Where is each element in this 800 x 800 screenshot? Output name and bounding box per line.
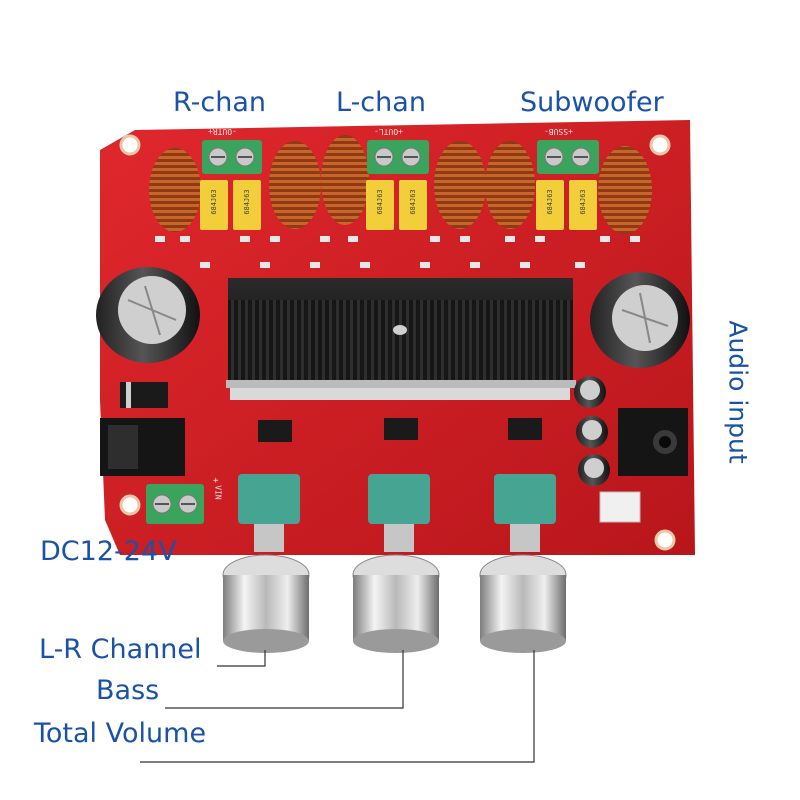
l-chan-label: L-chan	[336, 87, 426, 118]
heatsink	[226, 278, 576, 388]
dc-input-label: DC12-24V	[40, 536, 177, 567]
total-volume-potentiometer	[479, 474, 567, 653]
subwoofer-label: Subwoofer	[520, 87, 664, 118]
inductor-coils	[149, 135, 652, 234]
ic-pin-strip	[230, 388, 570, 400]
total-volume-label: Total Volume	[34, 718, 207, 749]
r-chan-label: R-chan	[173, 87, 267, 118]
audio-input-jack	[618, 408, 688, 476]
lr-channel-potentiometer	[222, 474, 310, 653]
dc-barrel-jack	[100, 418, 185, 476]
audio-input-label: Audio input	[723, 320, 753, 464]
mounting-hole	[119, 134, 141, 156]
film-capacitors	[200, 180, 597, 230]
total-volume-leader	[140, 650, 535, 763]
mounting-hole	[119, 494, 141, 516]
lr-channel-label: L-R Channel	[39, 634, 202, 665]
power-input-terminal	[146, 484, 204, 524]
bass-label: Bass	[96, 675, 160, 706]
output-terminals	[202, 140, 599, 174]
electrolytic-capacitors-small	[574, 376, 610, 486]
electrolytic-capacitors-large	[96, 267, 690, 368]
ic-chips	[258, 418, 542, 442]
smd-components	[155, 236, 640, 268]
white-connector	[599, 491, 641, 523]
lr-channel-leader	[217, 650, 266, 667]
mounting-hole	[654, 529, 676, 551]
mounting-hole	[649, 134, 671, 156]
label-leader-lines	[140, 650, 535, 763]
bass-leader	[165, 650, 404, 709]
bass-potentiometer	[352, 474, 440, 653]
